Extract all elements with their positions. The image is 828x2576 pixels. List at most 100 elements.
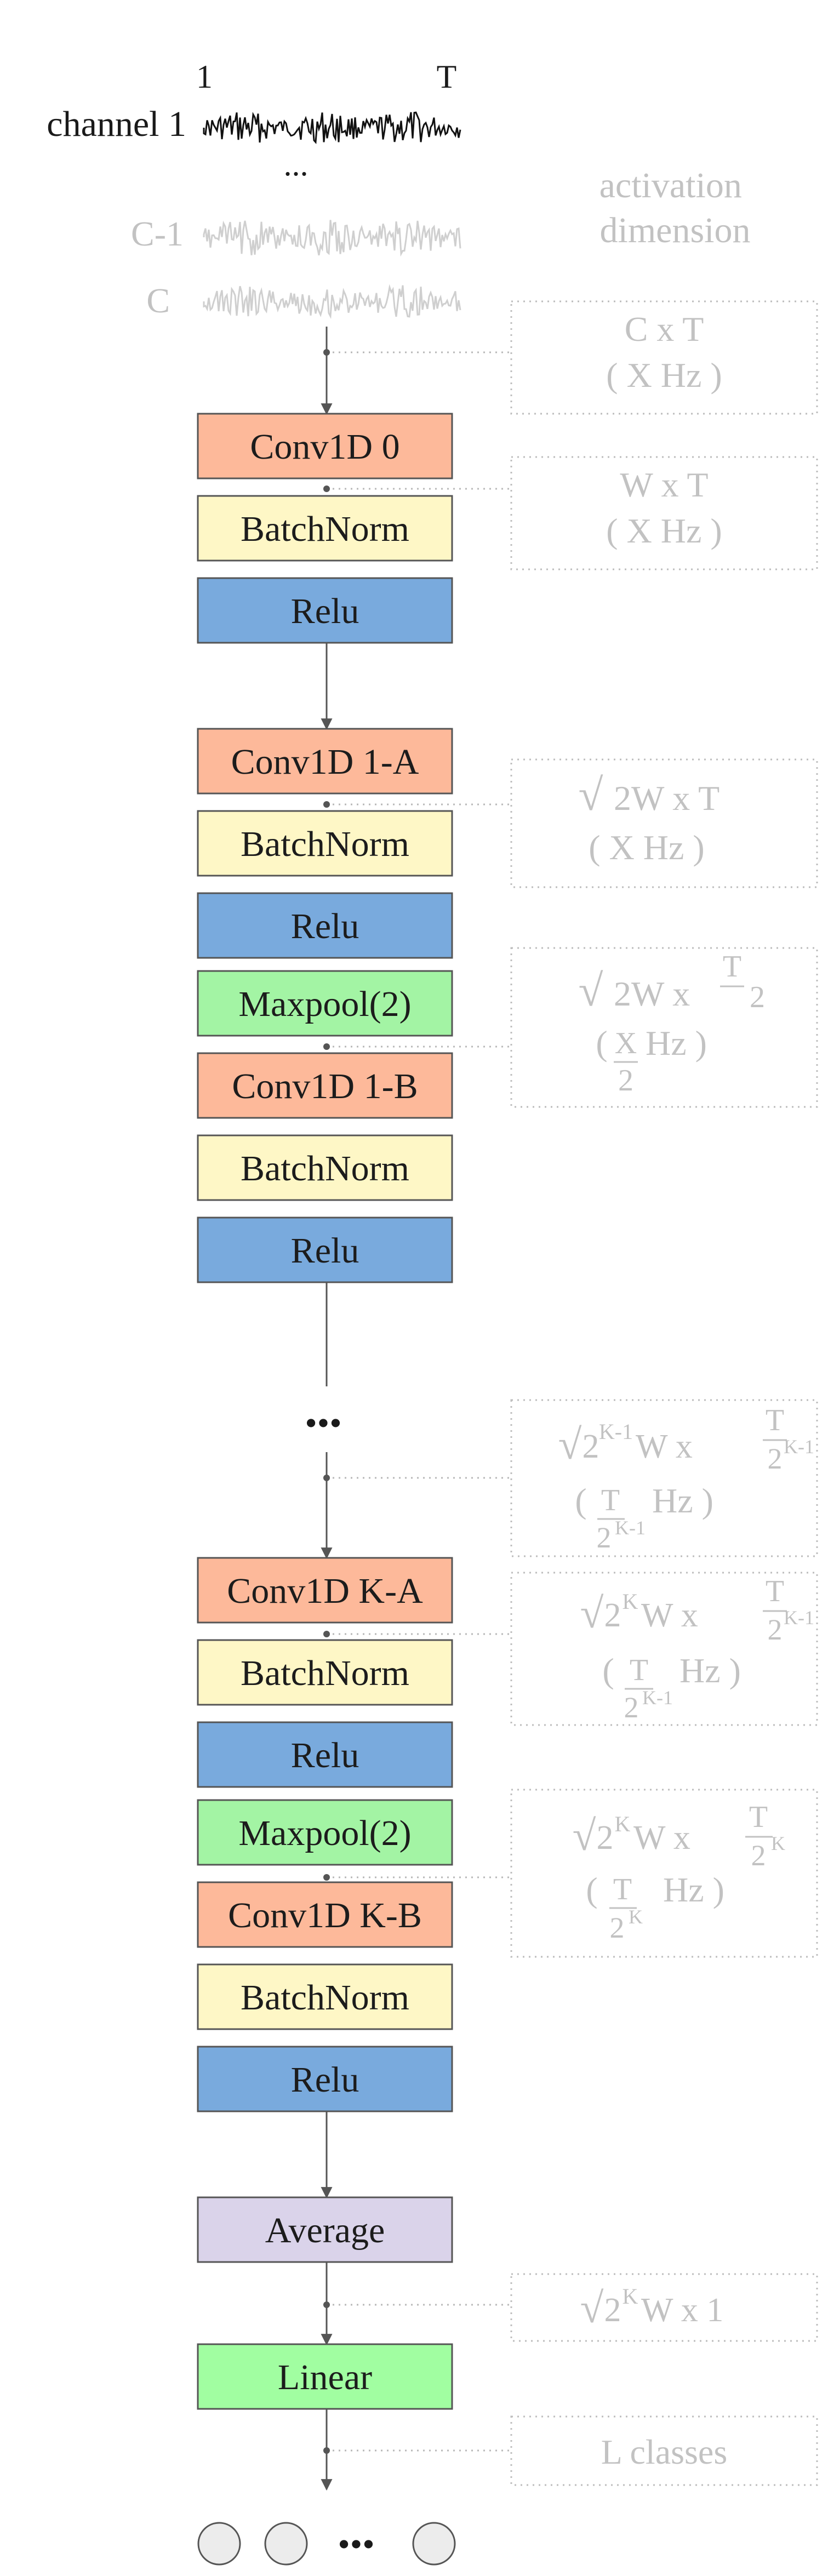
svg-text:(: (	[586, 1870, 597, 1909]
block-relu1a-box	[197, 892, 453, 959]
block-bn0-label: BatchNorm	[241, 509, 409, 549]
channel-c-label: C	[146, 281, 170, 320]
block-relukb-box	[197, 2046, 453, 2112]
block-relukb-label: Relu	[291, 2060, 359, 2100]
block-reluka-box	[197, 1721, 453, 1788]
svg-text:2: 2	[610, 1911, 625, 1944]
svg-text:(: (	[575, 1481, 586, 1520]
svg-text:K-1: K-1	[599, 1419, 633, 1444]
dim-box-1	[510, 456, 818, 570]
svg-text:√: √	[578, 966, 603, 1015]
svg-text:K: K	[771, 1832, 785, 1854]
block-linear-label: Linear	[278, 2357, 372, 2397]
block-conv0-box	[197, 413, 453, 479]
block-bnka: BatchNorm	[197, 1639, 453, 1706]
svg-text:2: 2	[618, 1064, 633, 1098]
block-convka-box	[197, 1557, 453, 1624]
block-poolk-box	[197, 1799, 453, 1866]
svg-text:Hz ): Hz )	[652, 1481, 713, 1520]
block-conv0-label: Conv1D 0	[250, 427, 399, 467]
svg-text:2: 2	[597, 1521, 612, 1554]
svg-text:(: (	[602, 1651, 614, 1690]
dim-label-2: √ 2W x T ( X Hz )	[578, 770, 719, 867]
svg-text:( X Hz ): ( X Hz )	[606, 511, 722, 550]
svg-text:√: √	[573, 1812, 596, 1859]
svg-text:T: T	[723, 950, 741, 984]
middle-ellipsis: •••	[305, 1403, 341, 1442]
block-convkb-label: Conv1D K-B	[228, 1895, 422, 1935]
dim-box-7	[510, 2273, 818, 2342]
svg-text:K-1: K-1	[642, 1687, 673, 1709]
svg-text:2: 2	[604, 2292, 621, 2329]
block-avg-box	[197, 2196, 453, 2263]
block-conv1b: Conv1D 1-B	[197, 1052, 453, 1119]
channel-c-waveform	[203, 284, 461, 319]
block-relu0-label: Relu	[291, 591, 359, 631]
svg-text:2W x: 2W x	[614, 974, 690, 1013]
block-avg: Average	[197, 2196, 453, 2263]
dim-box-3	[510, 947, 818, 1108]
block-bnkb-label: BatchNorm	[241, 1978, 409, 2018]
block-bn0-box	[197, 495, 453, 562]
dim-label-6: √ 2 K W x T 2 K ( T 2 K Hz )	[573, 1800, 785, 1944]
block-bn1b-label: BatchNorm	[241, 1149, 409, 1189]
svg-text:X: X	[615, 1026, 637, 1060]
svg-text:Hz ): Hz )	[646, 1024, 707, 1063]
channel-1-label: channel 1	[47, 104, 186, 144]
output-node	[264, 2522, 308, 2566]
dim-label-7: √ 2 K W x 1	[580, 2284, 724, 2332]
block-bn1b: BatchNorm	[197, 1134, 453, 1201]
dim-label-1: W x T ( X Hz )	[606, 465, 722, 550]
block-bn1a-label: BatchNorm	[241, 824, 409, 864]
block-relu1a-label: Relu	[291, 906, 359, 946]
svg-text:W x 1: W x 1	[641, 2292, 723, 2329]
dim-label-3: √ 2W x T 2 ( X 2 Hz )	[578, 950, 765, 1098]
block-reluka: Relu	[197, 1721, 453, 1788]
input-signals: 1 T channel 1 ... C-1 C activation dimen…	[47, 59, 750, 320]
svg-text:( X Hz ): ( X Hz )	[589, 828, 704, 867]
svg-text:√: √	[580, 1589, 604, 1637]
dim-box-0	[510, 300, 818, 415]
block-relu1b-label: Relu	[291, 1231, 359, 1271]
svg-text:2W x T: 2W x T	[614, 779, 719, 818]
block-convkb-box	[197, 1881, 453, 1948]
block-linear-box	[197, 2343, 453, 2410]
annotation-dots	[323, 349, 330, 2454]
block-bn1a-box	[197, 810, 453, 877]
svg-text:2: 2	[768, 1442, 783, 1475]
block-pool1-box	[197, 970, 453, 1037]
svg-text:√: √	[578, 770, 603, 820]
svg-text:W x: W x	[633, 1819, 690, 1857]
dim-label-5: √ 2 K W x T 2 K-1 ( T 2 K-1 Hz )	[580, 1574, 814, 1724]
svg-text:C x T: C x T	[625, 310, 704, 349]
svg-text:T: T	[766, 1403, 784, 1437]
dim-label-4: √ 2 K-1 W x T 2 K-1 ( T 2 K-1 Hz )	[558, 1403, 814, 1554]
block-bnka-box	[197, 1639, 453, 1706]
svg-text:2: 2	[597, 1819, 614, 1857]
channel-c-minus-1-label: C-1	[131, 214, 184, 253]
svg-text:K: K	[629, 1906, 643, 1928]
dim-label-8: L classes	[601, 2432, 727, 2471]
block-pool1-label: Maxpool(2)	[238, 984, 411, 1024]
svg-text:√: √	[558, 1420, 582, 1468]
svg-text:( X Hz ): ( X Hz )	[606, 356, 722, 395]
block-convkb: Conv1D K-B	[197, 1881, 453, 1948]
annotation-connectors	[327, 351, 511, 2452]
svg-text:√: √	[580, 2284, 604, 2332]
channel-1-waveform	[203, 111, 461, 144]
block-conv1b-box	[197, 1052, 453, 1119]
block-bn1b-box	[197, 1134, 453, 1201]
svg-text:2: 2	[583, 1428, 599, 1465]
svg-text:T: T	[613, 1872, 632, 1906]
block-relukb: Relu	[197, 2046, 453, 2112]
dim-box-4	[510, 1399, 818, 1557]
svg-text:T: T	[601, 1483, 620, 1517]
block-pool1: Maxpool(2)	[197, 970, 453, 1037]
svg-text:L classes: L classes	[601, 2432, 727, 2471]
block-bnkb: BatchNorm	[197, 1963, 453, 2030]
block-bnka-label: BatchNorm	[241, 1653, 409, 1693]
block-avg-label: Average	[265, 2211, 385, 2251]
svg-text:(: (	[596, 1024, 607, 1063]
